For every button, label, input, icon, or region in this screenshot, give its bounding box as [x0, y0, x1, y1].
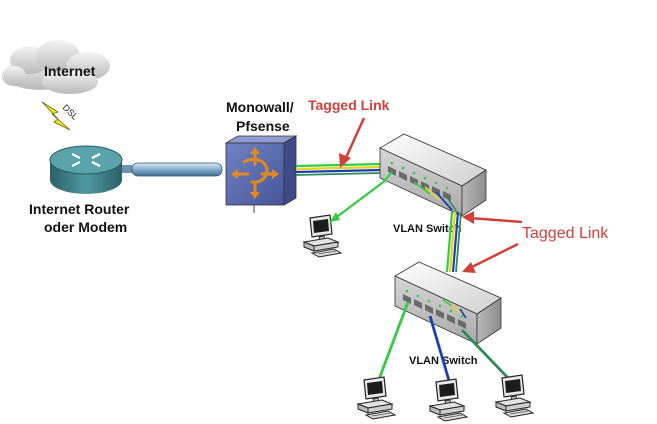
switch1-port-cables — [384, 171, 459, 215]
firewall-label-line2: Pfsense — [236, 118, 290, 134]
vlan-cable-pc1 — [329, 179, 387, 223]
switch2-port-cables — [442, 299, 467, 319]
cable-router-firewall — [122, 162, 223, 177]
switch-icon — [379, 133, 487, 217]
router-label-line2: oder Modem — [44, 219, 127, 235]
tagged-link-label-2: Tagged Link — [522, 225, 609, 242]
computer-icon — [303, 214, 342, 258]
router-icon — [49, 145, 123, 194]
switch1-label: VLAN Switch — [393, 223, 462, 235]
computer-icon — [495, 374, 534, 418]
tagged-link-arrow-3 — [462, 242, 519, 273]
firewall-label-line1: Monowall/ — [226, 99, 294, 115]
computer-icon — [357, 376, 396, 420]
tagged-link-label-1: Tagged Link — [308, 97, 390, 113]
vlan-cable-pc3 — [428, 315, 452, 385]
switch-icon — [394, 261, 502, 345]
cloud-icon — [2, 40, 110, 94]
vlan-cable-pc4 — [460, 329, 512, 381]
computer-icon — [429, 378, 468, 422]
lightning-icon — [41, 101, 71, 131]
trunk-link-2 — [445, 211, 462, 273]
tagged-link-arrow-2 — [462, 211, 523, 224]
trunk-link-1 — [295, 162, 383, 176]
dsl-label: DSL — [61, 102, 80, 121]
router-label-line1: Internet Router — [29, 201, 130, 217]
firewall-icon — [224, 135, 298, 213]
tagged-link-arrow-1 — [339, 117, 366, 168]
internet-label: Internet — [44, 63, 96, 79]
vlan-cable-pc2 — [376, 301, 410, 383]
